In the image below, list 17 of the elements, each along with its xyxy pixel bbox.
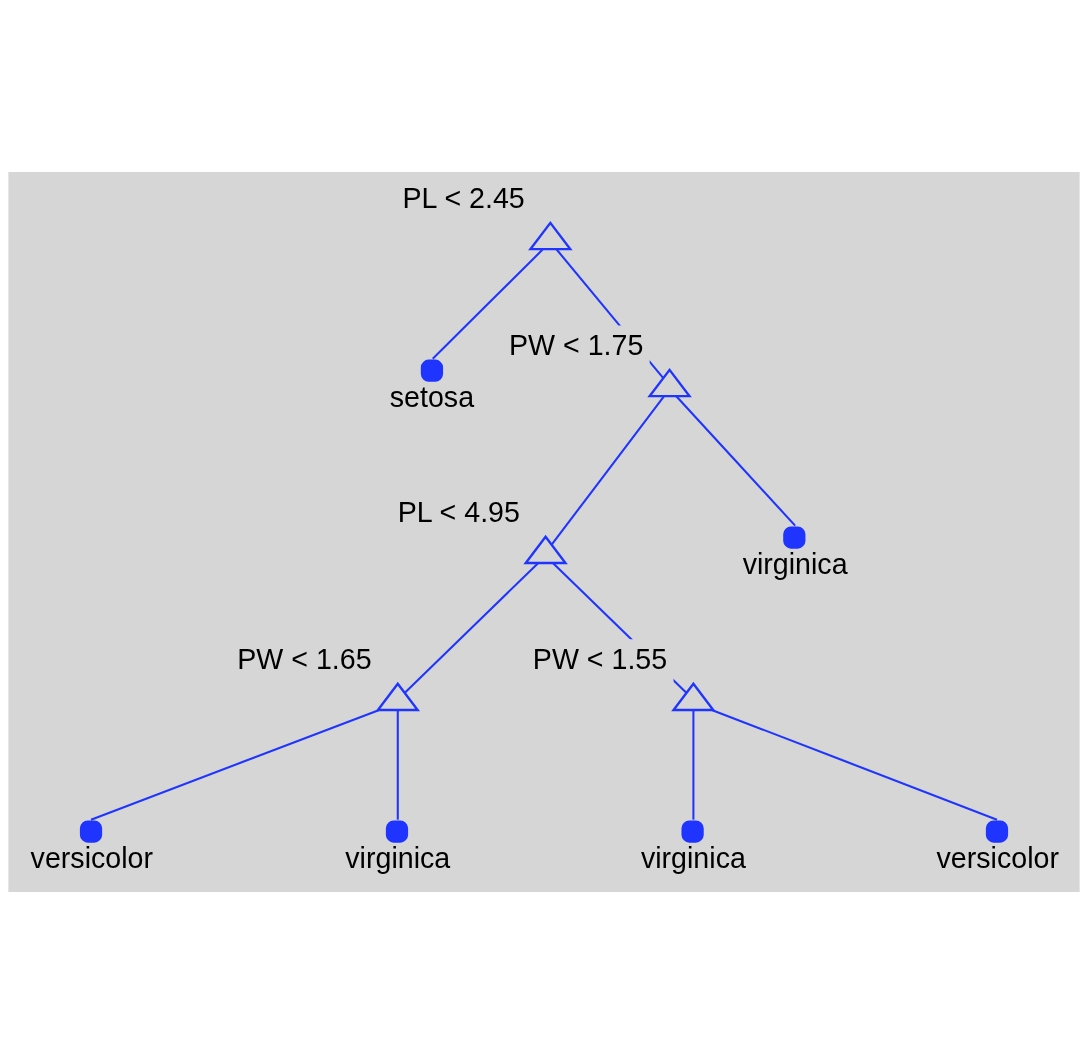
node-label: virginica	[640, 841, 746, 874]
node-label: versicolor	[936, 841, 1059, 874]
node-label: versicolor	[30, 841, 153, 874]
connector	[675, 395, 796, 526]
node-label: virginica	[742, 547, 848, 580]
connector	[712, 708, 998, 821]
connector	[90, 708, 379, 821]
node-label: virginica	[345, 841, 451, 874]
connector	[432, 248, 544, 359]
node-label: setosa	[389, 380, 475, 413]
connector	[404, 561, 539, 693]
connector	[396, 710, 399, 820]
connector	[692, 710, 695, 820]
node-label: PL < 2.45	[402, 181, 525, 214]
node-label: PL < 4.95	[397, 495, 520, 528]
connector	[551, 395, 665, 545]
node-label: PW < 1.65	[237, 642, 372, 675]
